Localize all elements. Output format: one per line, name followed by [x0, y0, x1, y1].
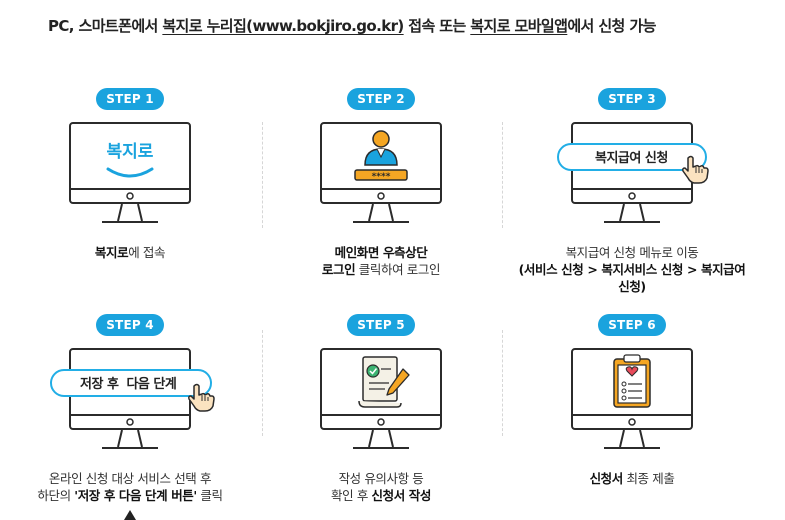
password-field	[354, 169, 408, 181]
heading-text: 에서 신청 가능	[567, 17, 656, 35]
heading-text: PC, 스마트폰에서	[48, 17, 163, 35]
step-6: STEP 6 신청서 최종 제출	[512, 314, 752, 487]
step-badge: STEP 2	[347, 88, 415, 110]
step-badge: STEP 4	[96, 314, 164, 336]
pointer-hand-icon	[682, 155, 709, 184]
step-caption: 복지급여 신청 메뉴로 이동 (서비스 신청 > 복지서비스 신청 > 복지급여…	[518, 245, 746, 294]
monitor-icon: ****	[320, 122, 442, 223]
step-badge: STEP 1	[96, 88, 164, 110]
monitor-icon	[69, 348, 191, 449]
step-caption: 메인화면 우측상단 로그인 클릭하여 로그인	[321, 245, 441, 277]
monitor-icon	[571, 348, 693, 449]
step-badge: STEP 6	[598, 314, 666, 336]
bokjiro-logo: 복지로	[107, 142, 154, 162]
step-caption: 온라인 신청 대상 서비스 선택 후 하단의 '저장 후 다음 단계 버튼' 클…	[37, 471, 223, 503]
password-mask: ****	[372, 172, 391, 182]
step-4: STEP 4 저장 후 다음 단계 온라인 신청 대상 서비스 선택 후 하단의…	[10, 314, 250, 504]
bokjiro-app-link[interactable]: 복지로 모바일앱	[470, 17, 568, 35]
pointer-hand-icon	[188, 383, 215, 412]
divider	[502, 330, 503, 436]
scroll-up-arrow-icon[interactable]	[124, 510, 136, 520]
step-1: STEP 1 복지로 복지로에 접속	[10, 88, 250, 261]
welfare-apply-button[interactable]: 복지급여 신청	[557, 143, 707, 171]
step-caption: 복지로에 접속	[94, 245, 166, 260]
step-caption: 신청서 최종 제출	[589, 471, 675, 486]
step-3: STEP 3 복지급여 신청 복지급여 신청 메뉴로 이동 (서비스 신청 > …	[512, 88, 752, 295]
user-icon	[364, 130, 398, 166]
step-5: STEP 5 작성 유의사항 등 확인 후 신청서 작성	[261, 314, 501, 504]
divider	[502, 122, 503, 228]
step-2: STEP 2 **** 메인화면 우측상단 로그인 클릭하여 로그인	[261, 88, 501, 278]
bokjiro-website-link[interactable]: 복지로 누리집(www.bokjiro.go.kr)	[162, 17, 404, 35]
save-next-step-button[interactable]: 저장 후 다음 단계	[50, 369, 212, 397]
document-pen-icon	[358, 356, 410, 408]
monitor-icon	[320, 348, 442, 449]
monitor-icon: 복지로	[69, 122, 191, 223]
step-badge: STEP 3	[598, 88, 666, 110]
clipboard-icon	[613, 354, 651, 408]
step-badge: STEP 5	[347, 314, 415, 336]
monitor-icon	[571, 122, 693, 223]
divider	[262, 122, 263, 228]
page-heading: PC, 스마트폰에서 복지로 누리집(www.bokjiro.go.kr) 접속…	[48, 15, 656, 36]
step-caption: 작성 유의사항 등 확인 후 신청서 작성	[331, 471, 431, 503]
divider	[262, 330, 263, 436]
heading-text: 접속 또는	[403, 17, 471, 35]
